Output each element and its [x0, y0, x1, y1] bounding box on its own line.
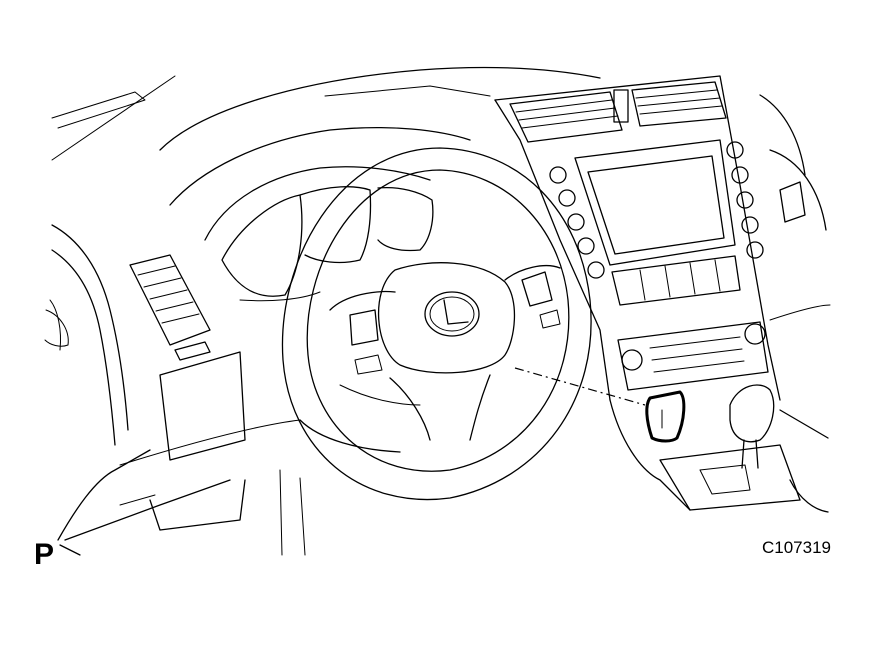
right-dash — [759, 94, 831, 321]
center-stack — [494, 75, 781, 401]
figure-code: C107319 — [762, 538, 832, 557]
windshield-lines — [51, 66, 601, 206]
steering-wheel — [281, 147, 592, 501]
instrument-cluster — [204, 166, 434, 302]
highlighted-switch-part — [645, 390, 686, 443]
left-air-vent — [129, 254, 211, 361]
center-console — [609, 384, 829, 513]
lower-left-dash — [119, 351, 301, 531]
leader-line — [514, 367, 646, 406]
corner-label: P — [34, 538, 55, 571]
left-door-panel — [44, 224, 231, 556]
steering-column — [279, 419, 401, 556]
